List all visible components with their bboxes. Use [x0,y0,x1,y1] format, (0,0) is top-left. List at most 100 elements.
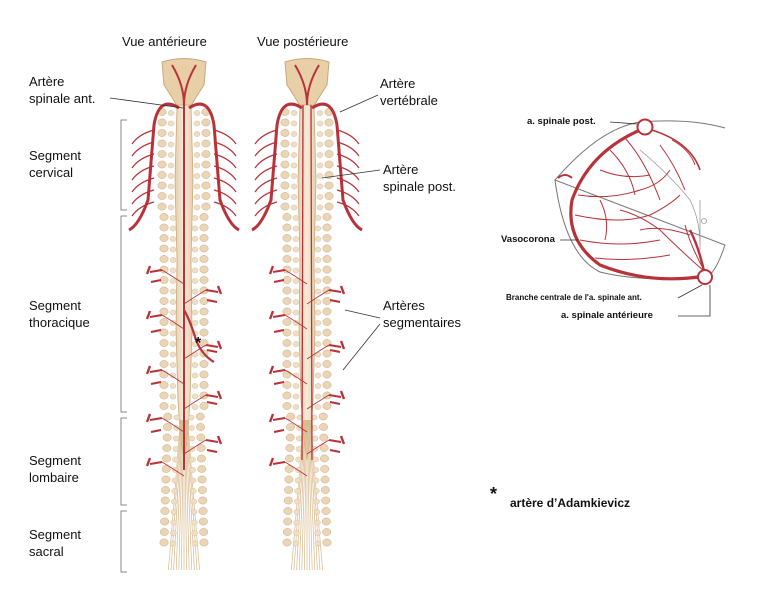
root-ganglion [167,110,175,116]
root-ganglion [320,486,330,494]
root-ganglion [314,309,322,316]
root-ganglion [314,404,322,410]
root-ganglion [191,383,199,389]
segmental-artery [206,349,218,353]
radicular-branch [161,369,185,385]
root-ganglion [159,213,169,221]
segmental-artery [272,417,286,421]
radicular-branch [306,394,330,410]
root-ganglion [312,456,319,463]
root-ganglion [201,139,211,148]
root-ganglion [201,181,211,190]
segmental-artery [150,329,162,333]
root-ganglion [191,372,199,379]
cauda-fiber [301,419,307,571]
segmental-artery-stub [216,340,223,350]
root-ganglion [280,118,290,127]
root-ganglion [282,402,292,410]
segmental-artery [272,314,286,318]
root-ganglion [282,223,292,232]
root-ganglion [314,215,322,221]
root-ganglion [292,393,300,400]
root-ganglion [193,162,201,169]
root-ganglion [191,288,199,295]
root-ganglion [282,286,292,295]
root-ganglion [290,162,298,169]
label-line: Segment [29,298,82,313]
root-ganglion [292,320,300,326]
root-ganglion [310,414,318,421]
vertebral-artery [128,102,180,232]
root-ganglion [159,297,169,305]
cauda-fiber [185,419,193,571]
root-ganglion [188,435,196,442]
anterior-view-title: Vue antérieure [122,34,207,49]
root-ganglion [157,139,167,148]
cauda-fiber [307,419,313,571]
root-ganglion [167,120,175,127]
label-artere-vertebrale: Artère vertébrale [380,75,438,109]
root-ganglion [157,160,167,169]
root-ganglion [201,192,211,200]
root-ganglion [160,496,170,505]
root-ganglion [169,540,177,547]
root-ganglion [280,181,290,190]
root-ganglion [199,276,209,284]
root-ganglion [290,110,298,116]
root-ganglion [193,120,201,127]
root-ganglion [324,181,334,190]
cervical-branch [131,189,155,205]
root-ganglion [324,202,334,211]
root-ganglion [316,110,324,116]
segmental-artery [205,439,219,443]
segmental-artery [328,289,342,293]
segmental-artery-stub [145,457,152,467]
root-ganglion [280,202,290,211]
root-ganglion [169,288,177,295]
cauda-fiber [173,419,182,571]
root-ganglion [196,444,206,452]
root-ganglion [170,519,177,526]
radicular-branch [306,289,330,305]
cauda-fiber [178,419,184,571]
cervical-branch [131,129,155,145]
root-ganglion [280,192,290,200]
root-ganglion [292,257,300,263]
root-ganglion [160,507,170,515]
root-ganglion [282,307,292,316]
root-ganglion [157,150,167,158]
segmental-artery-stub [339,285,346,295]
label-line: vertébrale [380,93,438,108]
root-ganglion [282,297,292,305]
radicular-branch [284,314,308,330]
root-ganglion [322,255,332,263]
cervical-branch [131,153,155,169]
root-ganglion [322,276,332,284]
radicular-branch [161,461,185,477]
root-ganglion [191,267,199,274]
segmental-artery [328,394,342,398]
root-ganglion [198,496,208,505]
root-ganglion [292,267,300,274]
root-ganglion [282,318,292,326]
label-arteres-segmentaires: Artères segmentaires [383,297,461,331]
segmental-artery-stub [216,435,223,445]
root-ganglion [283,507,293,515]
cervical-branch [213,189,237,205]
cervical-branch [254,189,278,205]
root-ganglion [322,244,332,253]
root-ganglion [322,402,332,410]
root-ganglion [193,194,201,200]
root-ganglion [321,517,331,526]
root-ganglion [170,509,178,515]
segmental-artery [329,449,341,453]
root-ganglion [314,225,322,232]
root-ganglion [316,131,324,137]
root-ganglion [292,383,300,389]
label-artere-spinale-ant: Artère spinale ant. [29,73,96,107]
cervical-branch [131,141,155,157]
root-ganglion [201,150,211,158]
root-ganglion [167,152,175,158]
root-ganglion [324,118,334,127]
cauda-fiber [308,419,316,571]
